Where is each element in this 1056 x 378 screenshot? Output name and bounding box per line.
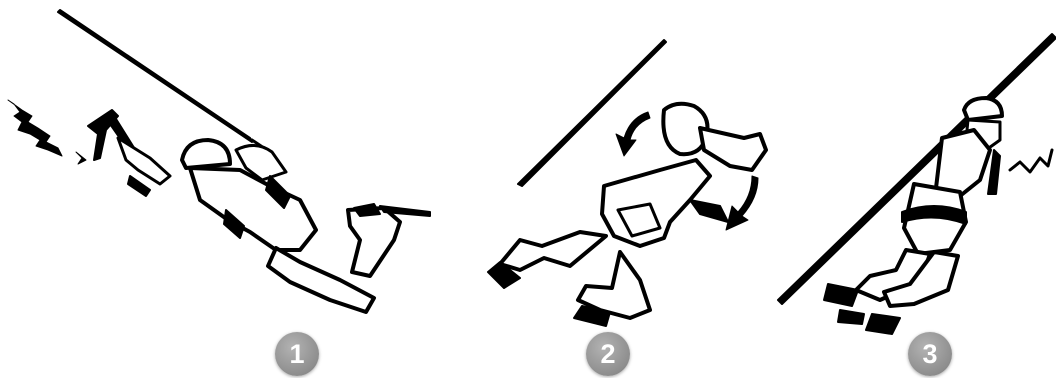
panel-3-helmet [964,98,1002,120]
panel-1-illustration [8,10,430,312]
step-1-number: 1 [289,339,304,369]
panel-2-illustration [488,40,766,326]
panel-2-rotation-arrow-bottom [726,176,758,230]
panel-3-illustration [778,34,1056,334]
panel-2-slope-line [518,40,666,186]
panel-1-helmet [182,140,230,168]
step-2-badge: 2 [586,332,630,376]
step-3-number: 3 [922,339,937,369]
step-3-badge: 3 [908,332,952,376]
panel-1-slope-line [58,10,252,142]
step-1-badge: 1 [275,332,319,376]
panel-2-rotation-arrow-top [616,112,650,156]
step-2-number: 2 [600,339,615,369]
panel-1-ice-axe [88,110,118,160]
panel-1-snow-debris [8,100,62,156]
